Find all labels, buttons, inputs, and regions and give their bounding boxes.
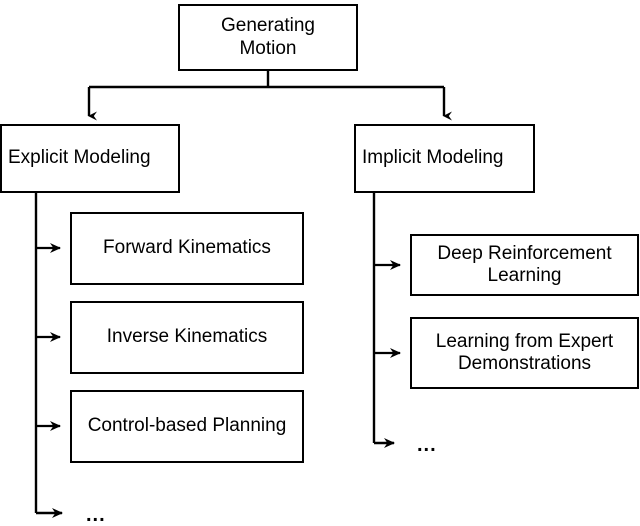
- node-learning-from-expert-demonstrations[interactable]: Learning from Expert Demonstrations: [410, 317, 639, 389]
- node-generating-motion[interactable]: Generating Motion: [178, 4, 358, 71]
- node-deep-reinforcement-learning[interactable]: Deep Reinforcement Learning: [410, 234, 639, 296]
- node-control-based-planning[interactable]: Control-based Planning: [70, 390, 304, 463]
- node-implicit-modeling[interactable]: Implicit Modeling: [354, 124, 535, 193]
- node-forward-kinematics[interactable]: Forward Kinematics: [70, 212, 304, 285]
- node-explicit-more-ellipsis: ...: [86, 504, 106, 526]
- node-explicit-modeling[interactable]: Explicit Modeling: [0, 124, 180, 193]
- node-inverse-kinematics[interactable]: Inverse Kinematics: [70, 301, 304, 374]
- node-implicit-more-ellipsis: ...: [417, 434, 437, 456]
